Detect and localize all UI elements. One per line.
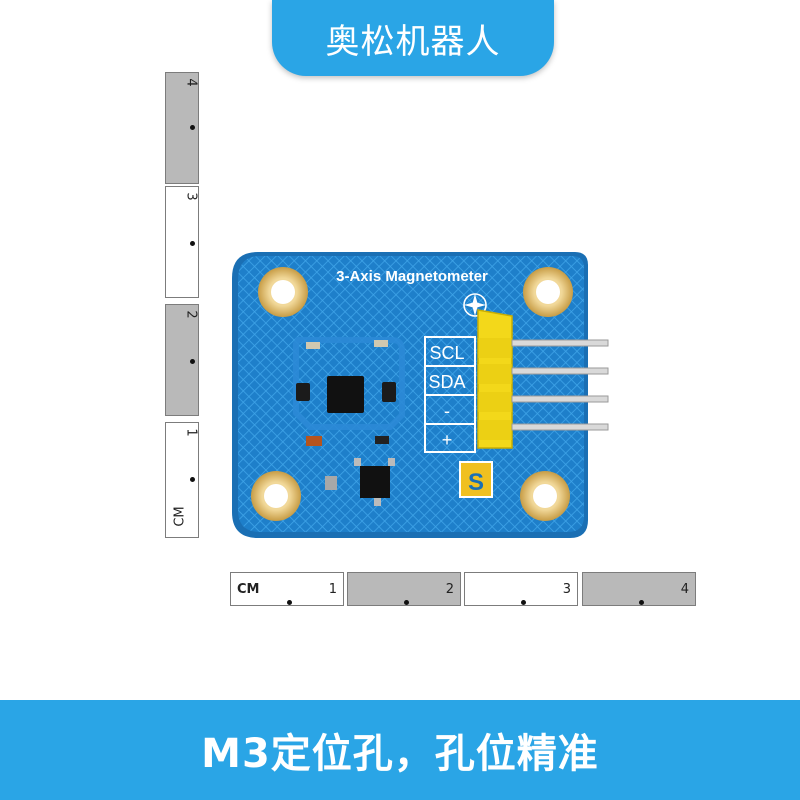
capacitor [306, 436, 322, 446]
horizontal-ruler-unit: CM [237, 582, 260, 597]
ruler-dot [190, 359, 195, 364]
bottom-banner: M3定位孔，孔位精准 [0, 700, 800, 800]
horizontal-ruler-number: 2 [445, 582, 454, 597]
ruler-dot [190, 241, 195, 246]
horizontal-ruler-segment: 3 [464, 572, 578, 606]
ruler-dot [639, 600, 644, 605]
horizontal-ruler: CM 1 2 3 4 [230, 572, 696, 606]
ruler-dot [404, 600, 409, 605]
horizontal-ruler-number: 1 [328, 582, 337, 597]
pin-label-gnd: - [444, 401, 450, 421]
resistor [374, 340, 388, 347]
capacitor [325, 476, 337, 490]
brand-tab: 奥松机器人 [272, 0, 554, 76]
pin-label-box: SCL SDA - + [424, 336, 476, 453]
vertical-ruler-segment: 2 [165, 304, 199, 416]
horizontal-ruler-segment: 2 [347, 572, 461, 606]
horizontal-ruler-segment: CM 1 [230, 572, 344, 606]
banner-caption: M3定位孔，孔位精准 [201, 731, 599, 777]
vertical-ruler-segment: 4 [165, 72, 199, 184]
horizontal-ruler-segment: 4 [582, 572, 696, 606]
vertical-ruler-unit: CM [172, 506, 188, 527]
pin-header-connector [477, 309, 609, 449]
vertical-ruler: 4 3 2 1 CM [165, 72, 199, 538]
pcb-surface [238, 256, 584, 532]
vertical-ruler-number: 3 [183, 192, 199, 201]
mounting-hole-top-right [523, 267, 573, 317]
vertical-ruler-segment: 1 CM [165, 422, 199, 538]
mounting-hole-bottom-right [520, 471, 570, 521]
brand-name: 奥松机器人 [325, 21, 501, 62]
board-title: 3-Axis Magnetometer [336, 268, 488, 285]
ruler-dot [287, 600, 292, 605]
mounting-hole-top-left [258, 267, 308, 317]
regulator-chip [360, 466, 390, 498]
pin-label-vcc: + [442, 430, 453, 450]
s-mark: S [459, 461, 493, 498]
resistor [375, 436, 389, 444]
horizontal-ruler-number: 3 [562, 582, 571, 597]
ruler-dot [190, 125, 195, 130]
vertical-ruler-number: 1 [183, 428, 199, 437]
pin-label-scl: SCL [429, 343, 464, 363]
capacitor [382, 382, 396, 402]
mounting-hole-bottom-left [251, 471, 301, 521]
pin-label-sda: SDA [428, 372, 465, 392]
capacitor [296, 383, 310, 401]
vertical-ruler-segment: 3 [165, 186, 199, 298]
vertical-ruler-number: 4 [183, 78, 199, 87]
ruler-dot [190, 477, 195, 482]
compass-logo [463, 293, 487, 317]
ruler-dot [521, 600, 526, 605]
pcb-board [232, 252, 588, 538]
svg-text:S: S [468, 469, 484, 496]
resistor [306, 342, 320, 349]
magnetometer-chip [327, 376, 364, 413]
horizontal-ruler-number: 4 [680, 582, 689, 597]
vertical-ruler-number: 2 [183, 310, 199, 319]
